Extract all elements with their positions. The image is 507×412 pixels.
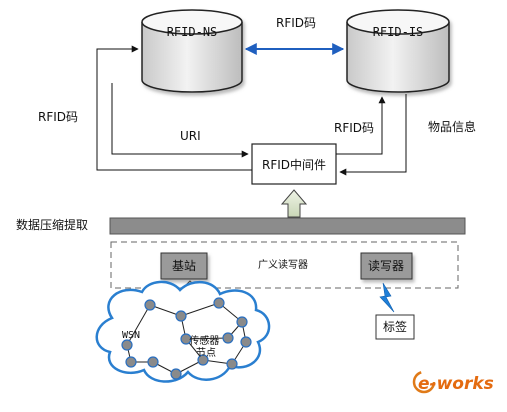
tag-label: 标签	[383, 319, 407, 334]
rfid-ns-label: RFID-NS	[167, 25, 218, 39]
wireless-link-icon	[379, 282, 395, 313]
reader-box	[360, 252, 413, 280]
sensor-link	[126, 304, 151, 346]
sensor-node	[180, 333, 192, 345]
tag-box	[375, 314, 415, 340]
bar-to-middleware-arrow	[280, 189, 308, 218]
sensor-nodes	[121, 297, 252, 380]
rfid-is-database	[346, 9, 450, 93]
sensor-node	[175, 310, 187, 322]
wsn-label: WSN	[122, 330, 140, 341]
sensor-node	[197, 354, 209, 366]
item-info-arrow	[339, 94, 407, 176]
base-station-label: 基站	[172, 259, 196, 273]
sensor-node	[240, 336, 252, 348]
middleware-box	[251, 143, 337, 185]
sensor-link	[180, 302, 220, 317]
ns-is-label: RFID码	[276, 16, 316, 30]
sensor-node	[226, 358, 238, 370]
left-rfid-arrow	[96, 45, 252, 171]
item-info-label: 物品信息	[428, 119, 476, 134]
sensor-node	[170, 368, 182, 380]
data-compression-label: 数据压缩提取	[16, 217, 88, 232]
left-rfid-label: RFID码	[38, 110, 78, 124]
right-rfid-arrow	[336, 96, 386, 155]
sensor-node	[125, 356, 137, 368]
base-station-box	[160, 252, 208, 280]
e-works-logo: e-works	[412, 370, 494, 394]
sensor-node	[213, 297, 225, 309]
sensor-node	[147, 356, 159, 368]
uri-label: URI	[180, 129, 201, 143]
sensor-node	[222, 332, 234, 344]
reader-label: 读写器	[368, 259, 404, 273]
data-compression-bar	[109, 217, 466, 235]
rfid-ns-database	[141, 9, 243, 93]
uri-arrow	[111, 83, 249, 158]
sensor-node	[144, 299, 156, 311]
generalized-reader-box	[110, 241, 459, 289]
right-rfid-label: RFID码	[334, 121, 374, 135]
sensor-node-label: 传感器 节点	[189, 334, 222, 359]
sensor-node	[121, 339, 133, 351]
sensor-node	[236, 316, 248, 328]
rfid-is-label: RFID-IS	[373, 25, 424, 39]
middleware-label: RFID中间件	[262, 157, 326, 172]
e-works-watermark: e-works	[418, 374, 494, 394]
wsn-cloud	[95, 280, 271, 383]
generalized-reader-label: 广义读写器	[258, 258, 308, 271]
sensor-link	[185, 337, 229, 340]
